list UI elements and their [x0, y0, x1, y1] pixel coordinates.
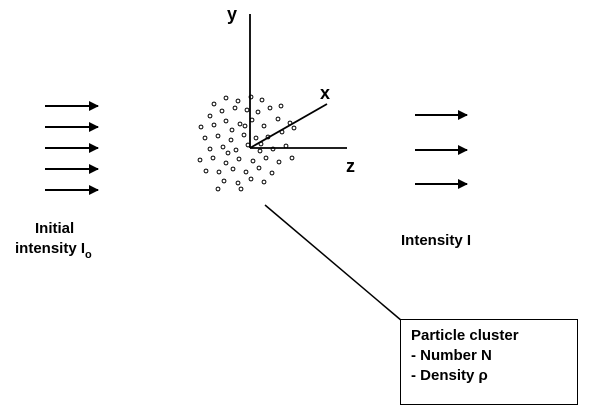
- transmitted-beam-arrows: [415, 110, 468, 189]
- particle: [236, 156, 242, 162]
- particle: [202, 135, 208, 141]
- particle-cluster: [197, 94, 297, 192]
- particle: [261, 123, 267, 129]
- initial-label-line1: Initial: [35, 220, 74, 237]
- particle: [263, 155, 269, 161]
- particle: [243, 169, 249, 175]
- particle: [219, 108, 225, 114]
- particle: [197, 157, 203, 163]
- callout-title: Particle cluster: [411, 327, 519, 344]
- particle: [211, 122, 217, 128]
- particle: [267, 105, 273, 111]
- initial-intensity-subscript: o: [85, 249, 92, 261]
- particle: [203, 168, 209, 174]
- particle: [232, 105, 238, 111]
- particle: [276, 159, 282, 165]
- particle: [216, 169, 222, 175]
- x-axis-label: x: [320, 83, 330, 103]
- initial-intensity-text: intensity I: [15, 240, 85, 257]
- particle: [242, 123, 248, 129]
- y-axis-label: y: [227, 4, 237, 24]
- initial-label-line2: intensity Io: [15, 240, 92, 261]
- particle-cluster-callout: Particle cluster - Number N - Density ρ: [400, 319, 578, 405]
- particle: [223, 160, 229, 166]
- particle: [259, 97, 265, 103]
- particle: [215, 133, 221, 139]
- callout-number-item: - Number N: [411, 347, 492, 364]
- particle: [256, 165, 262, 171]
- particle: [233, 147, 239, 153]
- particle: [220, 144, 226, 150]
- incident-beam-arrows: [45, 101, 99, 195]
- particle: [261, 179, 267, 185]
- particle: [238, 186, 244, 192]
- particle: [207, 146, 213, 152]
- callout-leader-line: [264, 204, 403, 322]
- particle: [291, 125, 297, 131]
- x-axis: [249, 103, 328, 149]
- particle: [244, 107, 250, 113]
- particle: [198, 124, 204, 130]
- particle: [255, 109, 261, 115]
- particle: [248, 176, 254, 182]
- particle: [235, 180, 241, 186]
- particle: [221, 178, 227, 184]
- particle: [235, 98, 241, 104]
- particle: [229, 127, 235, 133]
- callout-density-item: - Density ρ: [411, 367, 488, 384]
- particle: [230, 166, 236, 172]
- particle: [253, 135, 259, 141]
- particle: [225, 150, 231, 156]
- particle: [278, 103, 284, 109]
- particle: [269, 170, 275, 176]
- particle: [275, 116, 281, 122]
- particle: [250, 158, 256, 164]
- particle: [215, 186, 221, 192]
- z-axis-label: z: [346, 156, 355, 176]
- particle: [289, 155, 295, 161]
- transmitted-intensity-label: Intensity I: [401, 232, 471, 249]
- particle: [211, 101, 217, 107]
- particle: [237, 121, 243, 127]
- particle: [228, 137, 234, 143]
- particle: [223, 118, 229, 124]
- particle: [210, 155, 216, 161]
- particle: [257, 148, 263, 154]
- particle: [241, 132, 247, 138]
- particle: [207, 113, 213, 119]
- coordinate-axes: [249, 14, 347, 149]
- particle: [223, 95, 229, 101]
